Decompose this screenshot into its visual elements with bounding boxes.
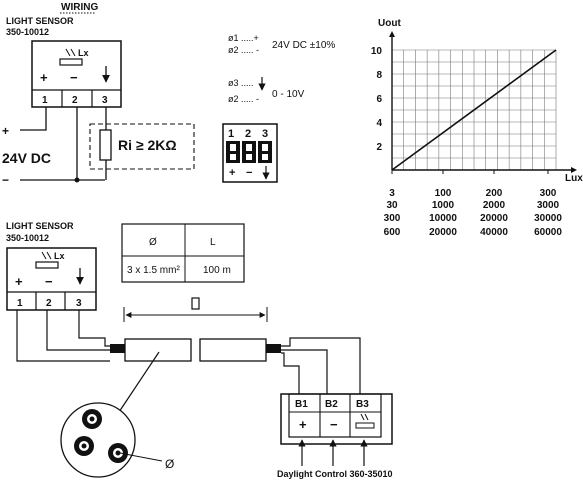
chart-xtick-label: 2000	[483, 200, 506, 211]
photocell2-icon	[35, 251, 59, 269]
chart-xtick-label: 20000	[429, 227, 457, 238]
cable-segment-right	[199, 338, 267, 362]
cable-boot-right	[266, 344, 281, 353]
connector-sym-minus: −	[246, 167, 252, 179]
pin-legend-v2: 0 - 10V	[272, 89, 305, 100]
daylight-terminal-b2: B2	[325, 399, 338, 410]
chart-xtick-label: 100	[435, 188, 452, 199]
sensor-terminal-1: 1	[42, 95, 48, 106]
supply-voltage: 24V DC	[2, 150, 51, 166]
connector-sym-plus: +	[229, 167, 235, 179]
load-label: Ri ≥ 2KΩ	[118, 137, 177, 153]
daylight-control-box: B1 B2 B3 + −	[280, 393, 393, 445]
chart-xtick-label: 3000	[537, 200, 560, 211]
sensor2-terminal-1: 1	[17, 298, 23, 309]
sensor2-plus: +	[15, 274, 23, 289]
chart-ytick-label: 4	[376, 118, 382, 129]
cable-boot-left	[110, 344, 125, 353]
cable-cell-length: 100 m	[203, 265, 231, 276]
load-resistor	[99, 129, 112, 161]
chart-ylabel: Uout	[378, 18, 401, 29]
cable-cross-section	[60, 402, 136, 478]
daylight-caption: Daylight Control 360-35010	[277, 469, 393, 479]
length-symbol-box	[191, 297, 200, 310]
cable-cell-diameter: 3 x 1.5 mm²	[127, 265, 180, 276]
terminal-connector: 1 2 3 + −	[222, 123, 278, 183]
cable-segment-left	[124, 338, 192, 362]
daylight-photocell-icon	[355, 413, 375, 429]
chart-ytick-label: 10	[371, 46, 383, 57]
sensor-plus: +	[40, 70, 48, 85]
chart: Uout Lux 2 4 6 8 10 3 100 200 300 30 1000 2000 3000…	[371, 18, 583, 238]
chart-xtick-label: 10000	[429, 213, 457, 224]
cable-table: Ø L 3 x 1.5 mm² 100 m	[121, 223, 245, 283]
wiring-header: WIRING	[61, 2, 98, 13]
chart-xtick-label: 40000	[480, 227, 508, 238]
diameter-label: Ø	[165, 457, 174, 471]
pin-legend-v1: 24V DC ±10%	[272, 40, 335, 51]
connector-terminal-1: 1	[228, 128, 234, 140]
cable-header-diameter: Ø	[149, 237, 157, 248]
pin-legend-l2a: ø3 .....	[228, 78, 254, 88]
chart-xtick-label: 300	[384, 213, 401, 224]
sensor2-terminal-3: 3	[76, 298, 82, 309]
chart-ytick-label: 8	[376, 70, 382, 81]
chart-x-arrow-icon	[571, 167, 577, 173]
daylight-plus: +	[299, 417, 307, 432]
pin-legend-l1a: ø1 .....+	[228, 33, 259, 43]
photocell-icon	[59, 48, 83, 66]
connector-terminal-3: 3	[262, 128, 268, 140]
chart-xtick-label: 30000	[534, 213, 562, 224]
sensor2-box	[6, 247, 97, 311]
daylight-terminal-b1: B1	[295, 399, 308, 410]
sensor-part: 350-10012	[6, 27, 49, 37]
chart-ytick-label: 6	[376, 94, 382, 105]
sensor-terminal-3: 3	[102, 95, 108, 106]
chart-xtick-label: 3	[389, 188, 395, 199]
chart-xtick-label: 60000	[534, 227, 562, 238]
sensor2-lx: Lx	[54, 251, 65, 261]
sensor-lx: Lx	[78, 48, 89, 58]
chart-xlabel: Lux	[565, 173, 583, 184]
chart-y-arrow-icon	[389, 31, 395, 37]
sensor2-part: 350-10012	[6, 233, 49, 243]
connector-terminal-2: 2	[245, 128, 251, 140]
daylight-terminal-b3: B3	[356, 399, 369, 410]
cable-header-length: L	[210, 237, 216, 248]
sensor-name: LIGHT SENSOR	[6, 16, 74, 26]
pin-legend-l1b: ø2 ..... -	[228, 45, 259, 55]
supply-plus: +	[2, 124, 9, 138]
chart-xtick-label: 20000	[480, 213, 508, 224]
chart-xtick-label: 1000	[432, 200, 455, 211]
sensor-minus: −	[70, 70, 78, 85]
chart-xtick-label: 600	[384, 227, 401, 238]
chart-series-line	[391, 49, 557, 171]
sensor-terminal-2: 2	[72, 95, 78, 106]
supply-minus: −	[2, 173, 9, 187]
sensor2-name: LIGHT SENSOR	[6, 221, 74, 231]
daylight-minus: −	[330, 417, 338, 432]
chart-xtick-label: 200	[486, 188, 503, 199]
chart-xtick-label: 30	[386, 200, 398, 211]
load-box	[89, 123, 195, 170]
sensor2-terminal-2: 2	[46, 298, 52, 309]
pin-legend-l2b: ø2 ..... -	[228, 94, 259, 104]
chart-xtick-label: 300	[540, 188, 557, 199]
sensor2-minus: −	[45, 274, 53, 289]
chart-ytick-label: 2	[376, 142, 382, 153]
